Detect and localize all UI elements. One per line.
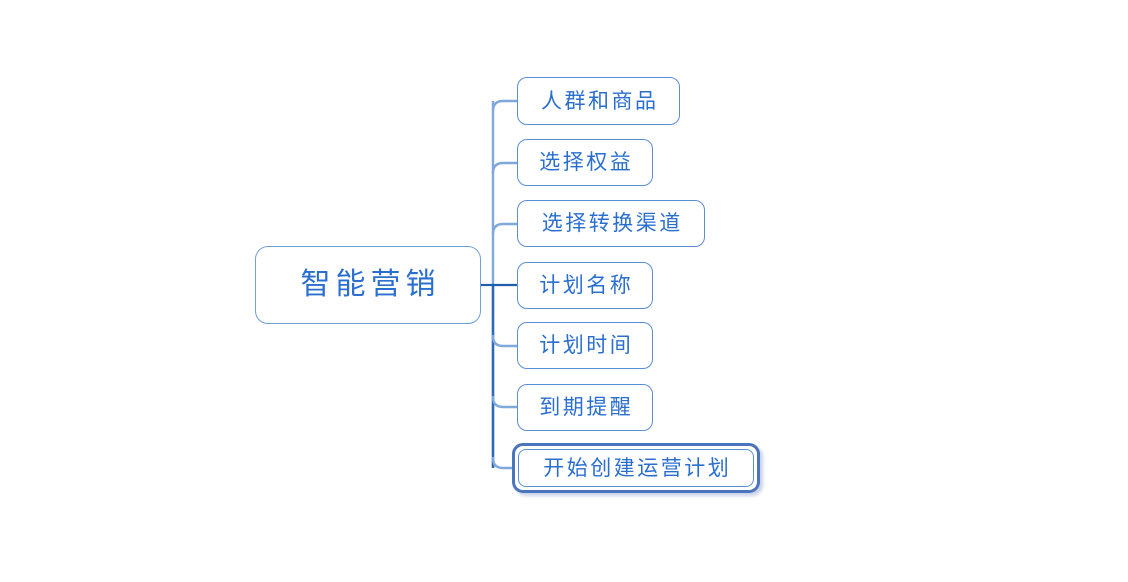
node-3-label: 选择转换渠道 (541, 212, 683, 235)
node-4-label: 计划名称 (539, 274, 634, 297)
node-7-label: 开始创建运营计划 (543, 456, 732, 480)
node-2-label: 选择权益 (539, 151, 634, 174)
mindmap-node-5[interactable]: 计划时间 (517, 322, 653, 369)
node-1-label: 人群和商品 (541, 89, 659, 113)
branch-line-3 (491, 222, 519, 236)
mindmap-node-2[interactable]: 选择权益 (517, 139, 653, 186)
branch-line-7 (491, 456, 516, 470)
mindmap-node-4[interactable]: 计划名称 (517, 262, 653, 309)
branch-line-6 (491, 395, 519, 409)
node-6-label: 到期提醒 (539, 396, 634, 419)
mindmap-node-7-selected[interactable]: 开始创建运营计划 (512, 443, 760, 493)
node-5-label: 计划时间 (539, 334, 634, 357)
mindmap-node-3[interactable]: 选择转换渠道 (517, 200, 705, 247)
branch-line-1 (491, 99, 519, 113)
branch-line-2 (491, 161, 519, 175)
mindmap-node-1[interactable]: 人群和商品 (517, 77, 680, 125)
root-node-label: 智能营销 (300, 268, 441, 301)
branch-line-5 (491, 334, 519, 348)
selected-node-inner-frame: 开始创建运营计划 (518, 449, 754, 487)
mindmap-node-6[interactable]: 到期提醒 (517, 384, 653, 431)
mindmap-root-node[interactable]: 智能营销 (255, 246, 481, 324)
